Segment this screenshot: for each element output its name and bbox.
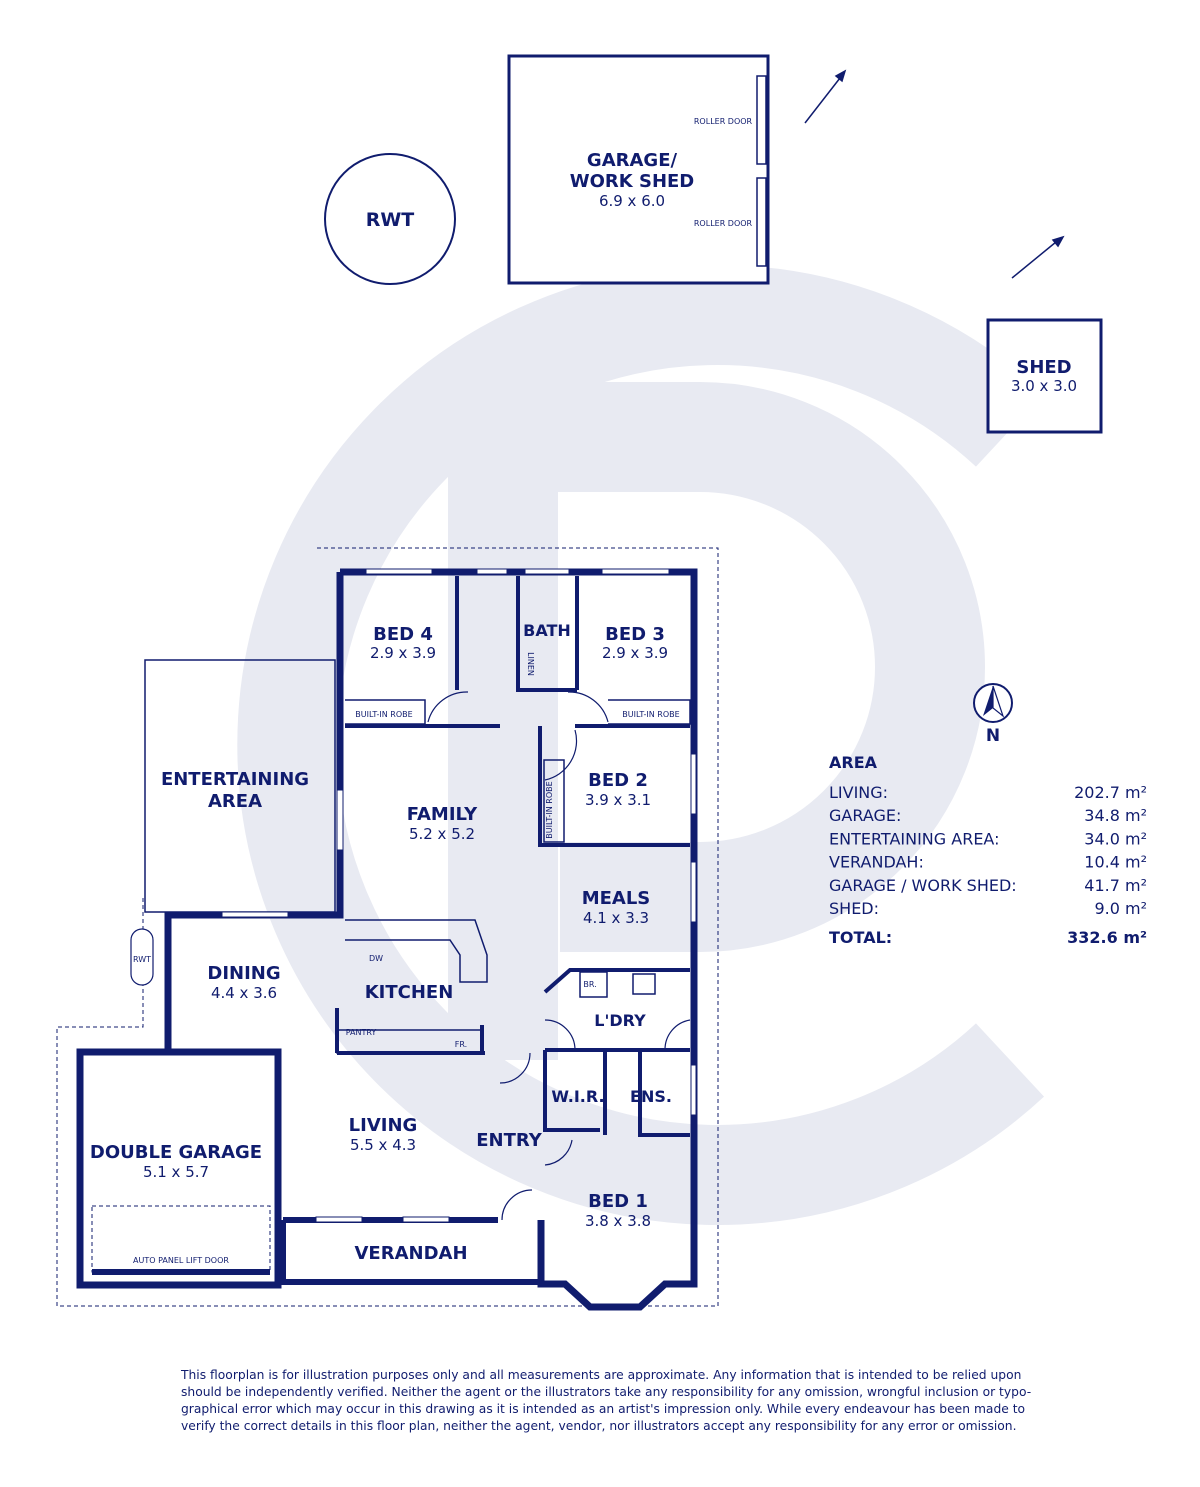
bed4-dims: 2.9 x 3.9: [370, 644, 436, 662]
verandah-label: VERANDAH: [354, 1243, 467, 1264]
area-row-value: 202.7 m²: [1074, 783, 1147, 802]
roller-door-label: ROLLER DOOR: [694, 219, 753, 228]
area-title: AREA: [829, 753, 878, 772]
shed-label: SHED: [1016, 357, 1071, 378]
entertaining-label-2: AREA: [208, 791, 262, 812]
living-dims: 5.5 x 4.3: [350, 1136, 416, 1154]
living-label: LIVING: [349, 1115, 418, 1136]
laundry-label: L'DRY: [594, 1011, 646, 1030]
bed3-dims: 2.9 x 3.9: [602, 644, 668, 662]
area-row-label: GARAGE / WORK SHED:: [829, 876, 1017, 895]
disclaimer-line: graphical error which may occur in this …: [181, 1402, 1026, 1416]
entertaining-label: ENTERTAINING: [161, 769, 309, 790]
family-dims: 5.2 x 5.2: [409, 825, 475, 843]
dining-label: DINING: [207, 963, 280, 984]
area-row-value: 34.0 m²: [1084, 829, 1147, 848]
bed2-label: BED 2: [588, 770, 648, 791]
room-labels: BED 4 2.9 x 3.9 BATH LINEN BED 3 2.9 x 3…: [90, 621, 680, 1265]
robe-bed4-label: BUILT-IN ROBE: [355, 710, 412, 719]
garage-work-shed: GARAGE/ WORK SHED 6.9 x 6.0 ROLLER DOOR …: [507, 54, 770, 285]
dw-label: DW: [369, 954, 383, 963]
lift-door-label: AUTO PANEL LIFT DOOR: [133, 1256, 229, 1265]
meals-dims: 4.1 x 3.3: [583, 909, 649, 927]
rwt-label: RWT: [366, 209, 415, 231]
north-compass-icon: N: [973, 683, 1013, 746]
area-row-value: 9.0 m²: [1094, 899, 1147, 918]
area-total-value: 332.6 m²: [1067, 928, 1147, 947]
small-rwt: [130, 928, 154, 986]
watermark-logo: [237, 265, 1044, 1225]
area-table: AREA LIVING: 202.7 m² GARAGE: 34.8 m² ENTERT…: [829, 753, 1147, 947]
fridge-label: FR.: [455, 1040, 467, 1049]
wir-label: W.I.R.: [551, 1087, 604, 1106]
area-row-label: ENTERTAINING AREA:: [829, 829, 999, 848]
dining-dims: 4.4 x 3.6: [211, 984, 277, 1002]
pantry-label: PANTRY: [346, 1028, 377, 1037]
robe-bed3-label: BUILT-IN ROBE: [622, 710, 679, 719]
disclaimer-line: verify the correct details in this floor…: [181, 1419, 1017, 1433]
area-row-value: 41.7 m²: [1084, 876, 1147, 895]
bed2-dims: 3.9 x 3.1: [585, 791, 651, 809]
robe-bed2-label: BUILT-IN ROBE: [545, 781, 554, 838]
roller-door-label: ROLLER DOOR: [694, 117, 753, 126]
meals-label: MEALS: [582, 888, 651, 909]
area-row-label: SHED:: [829, 899, 879, 918]
family-label: FAMILY: [407, 804, 478, 825]
north-label: N: [986, 726, 1000, 746]
garage-shed-label-2: WORK SHED: [570, 171, 695, 192]
bed4-label: BED 4: [373, 624, 433, 645]
shed: SHED 3.0 x 3.0: [986, 318, 1103, 434]
kitchen-label: KITCHEN: [365, 982, 454, 1003]
double-garage-label: DOUBLE GARAGE: [90, 1142, 262, 1163]
arrow-icon: [804, 69, 1065, 279]
broom-label: BR.: [583, 980, 596, 989]
bath-label: BATH: [523, 621, 571, 640]
area-row-value: 34.8 m²: [1084, 806, 1147, 825]
small-rwt-label: RWT: [133, 955, 151, 964]
disclaimer-line: This floorplan is for illustration purpo…: [181, 1368, 1022, 1382]
area-row-label: GARAGE:: [829, 806, 901, 825]
entry-label: ENTRY: [476, 1130, 543, 1151]
area-row-label: LIVING:: [829, 783, 888, 802]
ens-label: ENS.: [630, 1087, 672, 1106]
disclaimer: This floorplan is for illustration purpo…: [181, 1367, 1031, 1435]
double-garage-dims: 5.1 x 5.7: [143, 1163, 209, 1181]
bed1-dims: 3.8 x 3.8: [585, 1212, 651, 1230]
door-swings: [427, 691, 691, 1221]
property-boundary: [56, 547, 719, 1307]
disclaimer-line: should be independently verified. Neithe…: [181, 1385, 1032, 1399]
bed3-label: BED 3: [605, 624, 665, 645]
shed-dims: 3.0 x 3.0: [1011, 377, 1077, 395]
garage-shed-dims: 6.9 x 6.0: [599, 192, 665, 210]
windows: [221, 568, 697, 1223]
area-row-label: VERANDAH:: [829, 853, 924, 872]
bed1-label: BED 1: [588, 1191, 648, 1212]
linen-label: LINEN: [526, 652, 535, 676]
area-total-label: TOTAL:: [829, 928, 892, 947]
rainwater-tank: RWT: [324, 153, 456, 285]
garage-shed-label: GARAGE/: [587, 150, 678, 171]
area-row-value: 10.4 m²: [1084, 853, 1147, 872]
